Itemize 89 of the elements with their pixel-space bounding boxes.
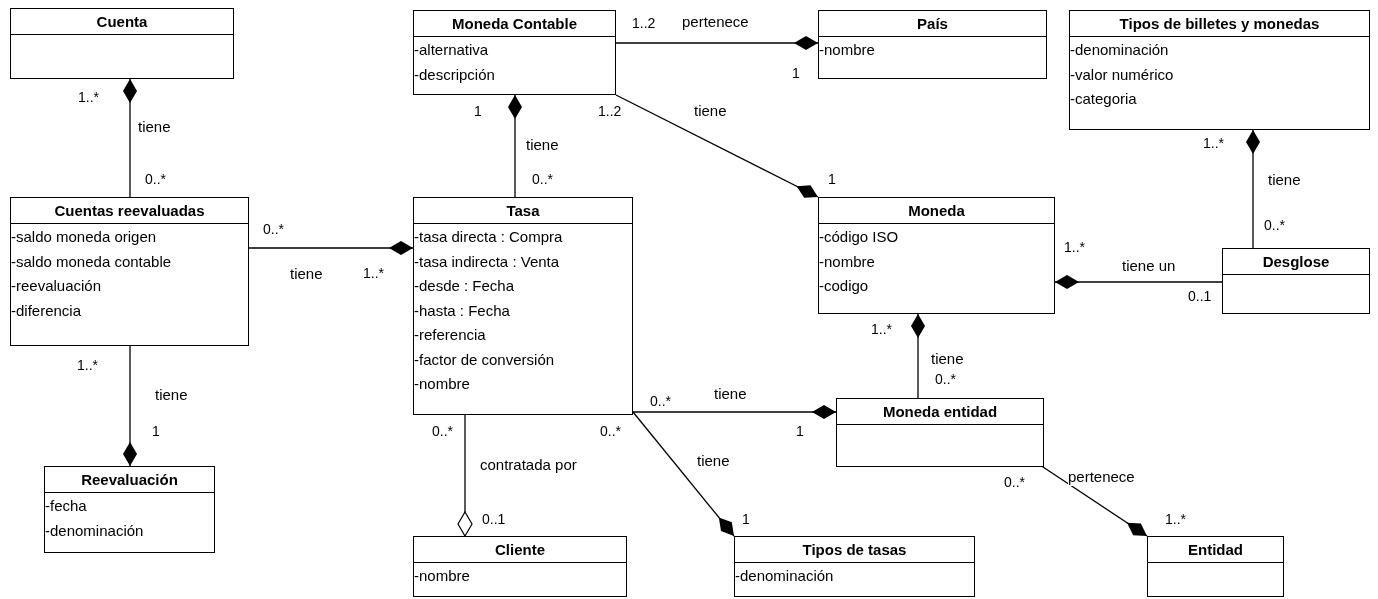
class-name: Moneda bbox=[908, 200, 965, 221]
class-name: Cliente bbox=[495, 539, 545, 560]
class-box bbox=[10, 197, 249, 346]
multiplicity-label: 1..2 bbox=[632, 14, 656, 32]
attribute-text: -saldo moneda origen bbox=[11, 227, 157, 247]
multiplicity-label: 1..* bbox=[871, 320, 892, 338]
class-name: Reevaluación bbox=[81, 469, 178, 490]
association-line bbox=[457, 414, 473, 537]
multiplicity-label: 1..2 bbox=[598, 102, 622, 120]
association-line bbox=[1246, 129, 1260, 249]
multiplicity-label: 1..* bbox=[363, 264, 384, 282]
attribute-text: -reevaluación bbox=[11, 276, 102, 296]
class-box bbox=[734, 536, 975, 597]
multiplicity-label: 1 bbox=[742, 510, 750, 528]
multiplicity-label: 0..1 bbox=[1188, 287, 1212, 305]
association-line bbox=[1054, 275, 1223, 289]
attribute-text: -nombre bbox=[819, 40, 875, 60]
class-name: Moneda Contable bbox=[452, 13, 577, 34]
multiplicity-label: 0..* bbox=[1264, 216, 1285, 234]
attribute-text: -referencia bbox=[414, 325, 486, 345]
multiplicity-label: 1 bbox=[792, 64, 800, 82]
class-box bbox=[10, 8, 234, 79]
attribute-text: -descripción bbox=[414, 64, 495, 85]
association-line bbox=[632, 405, 837, 419]
multiplicity-label: 0..* bbox=[145, 170, 166, 188]
multiplicity-label: 0..* bbox=[432, 422, 453, 440]
class-box bbox=[413, 536, 627, 597]
attribute-text: -tasa directa : Compra bbox=[414, 227, 563, 247]
attribute-text: -denominación bbox=[45, 520, 144, 541]
multiplicity-label: 1..* bbox=[78, 88, 99, 106]
multiplicity-label: 1 bbox=[828, 170, 836, 188]
class-box bbox=[413, 197, 633, 415]
multiplicity-label: 1 bbox=[474, 102, 482, 120]
association-line bbox=[615, 94, 819, 198]
attribute-text: -codigo bbox=[819, 276, 869, 296]
multiplicity-label: 1..* bbox=[1165, 510, 1186, 528]
attribute-text: -hasta : Fecha bbox=[414, 300, 510, 321]
class-box bbox=[1069, 10, 1370, 130]
attribute-text: -nombre bbox=[819, 251, 875, 272]
edge-label: contratada por bbox=[480, 456, 577, 474]
attribute-text: -nombre bbox=[414, 566, 470, 586]
attribute-text: -categoria bbox=[1070, 89, 1137, 109]
multiplicity-label: 1 bbox=[796, 422, 804, 440]
multiplicity-label: 0..* bbox=[935, 370, 956, 388]
class-name: Tipos de tasas bbox=[802, 539, 907, 560]
association-line bbox=[632, 411, 735, 537]
attribute-text: -alternativa bbox=[414, 40, 489, 60]
multiplicity-label: 1..* bbox=[1064, 238, 1085, 256]
association-line bbox=[911, 313, 925, 399]
association-line bbox=[508, 94, 522, 198]
class-box bbox=[44, 466, 215, 553]
attribute-text: -valor numérico bbox=[1070, 64, 1174, 85]
association-line bbox=[123, 78, 137, 198]
class-box bbox=[818, 10, 1047, 79]
class-box bbox=[1222, 248, 1370, 314]
attribute-text: -fecha bbox=[45, 496, 87, 516]
class-name: Tipos de billetes y monedas bbox=[1119, 13, 1320, 34]
class-name: Tasa bbox=[506, 200, 540, 221]
class-name: Entidad bbox=[1188, 539, 1243, 560]
multiplicity-label: 0..* bbox=[532, 170, 553, 188]
attribute-text: -denominación bbox=[735, 566, 834, 586]
attribute-text: -nombre bbox=[414, 374, 470, 394]
class-name: Cuenta bbox=[96, 11, 148, 32]
class-name: Moneda entidad bbox=[882, 401, 998, 422]
class-name: País bbox=[917, 13, 948, 34]
class-name: Cuentas reevaluadas bbox=[54, 200, 205, 221]
attribute-text: -código ISO bbox=[819, 227, 899, 247]
association-line bbox=[615, 36, 819, 50]
multiplicity-label: 0..1 bbox=[482, 510, 506, 528]
attribute-text: -desde : Fecha bbox=[414, 276, 515, 296]
class-name: Desglose bbox=[1262, 251, 1330, 272]
class-box bbox=[1147, 536, 1284, 597]
attribute-text: -factor de conversión bbox=[414, 349, 555, 370]
multiplicity-label: 1..* bbox=[77, 356, 98, 374]
association-line bbox=[123, 345, 137, 467]
multiplicity-label: 0..* bbox=[1004, 473, 1025, 491]
multiplicity-label: 0..* bbox=[600, 422, 621, 440]
multiplicity-label: 0..* bbox=[650, 392, 671, 410]
class-box bbox=[413, 10, 616, 95]
attribute-text: -diferencia bbox=[11, 300, 82, 321]
multiplicity-label: 0..* bbox=[263, 220, 284, 238]
attribute-text: -tasa indirecta : Venta bbox=[414, 251, 560, 272]
class-box bbox=[818, 197, 1055, 314]
multiplicity-label: 1 bbox=[152, 422, 160, 440]
multiplicity-label: 1..* bbox=[1203, 134, 1224, 152]
attribute-text: -denominación bbox=[1070, 40, 1169, 60]
attribute-text: -saldo moneda contable bbox=[11, 251, 172, 272]
class-box bbox=[836, 398, 1044, 467]
association-line bbox=[248, 241, 414, 255]
